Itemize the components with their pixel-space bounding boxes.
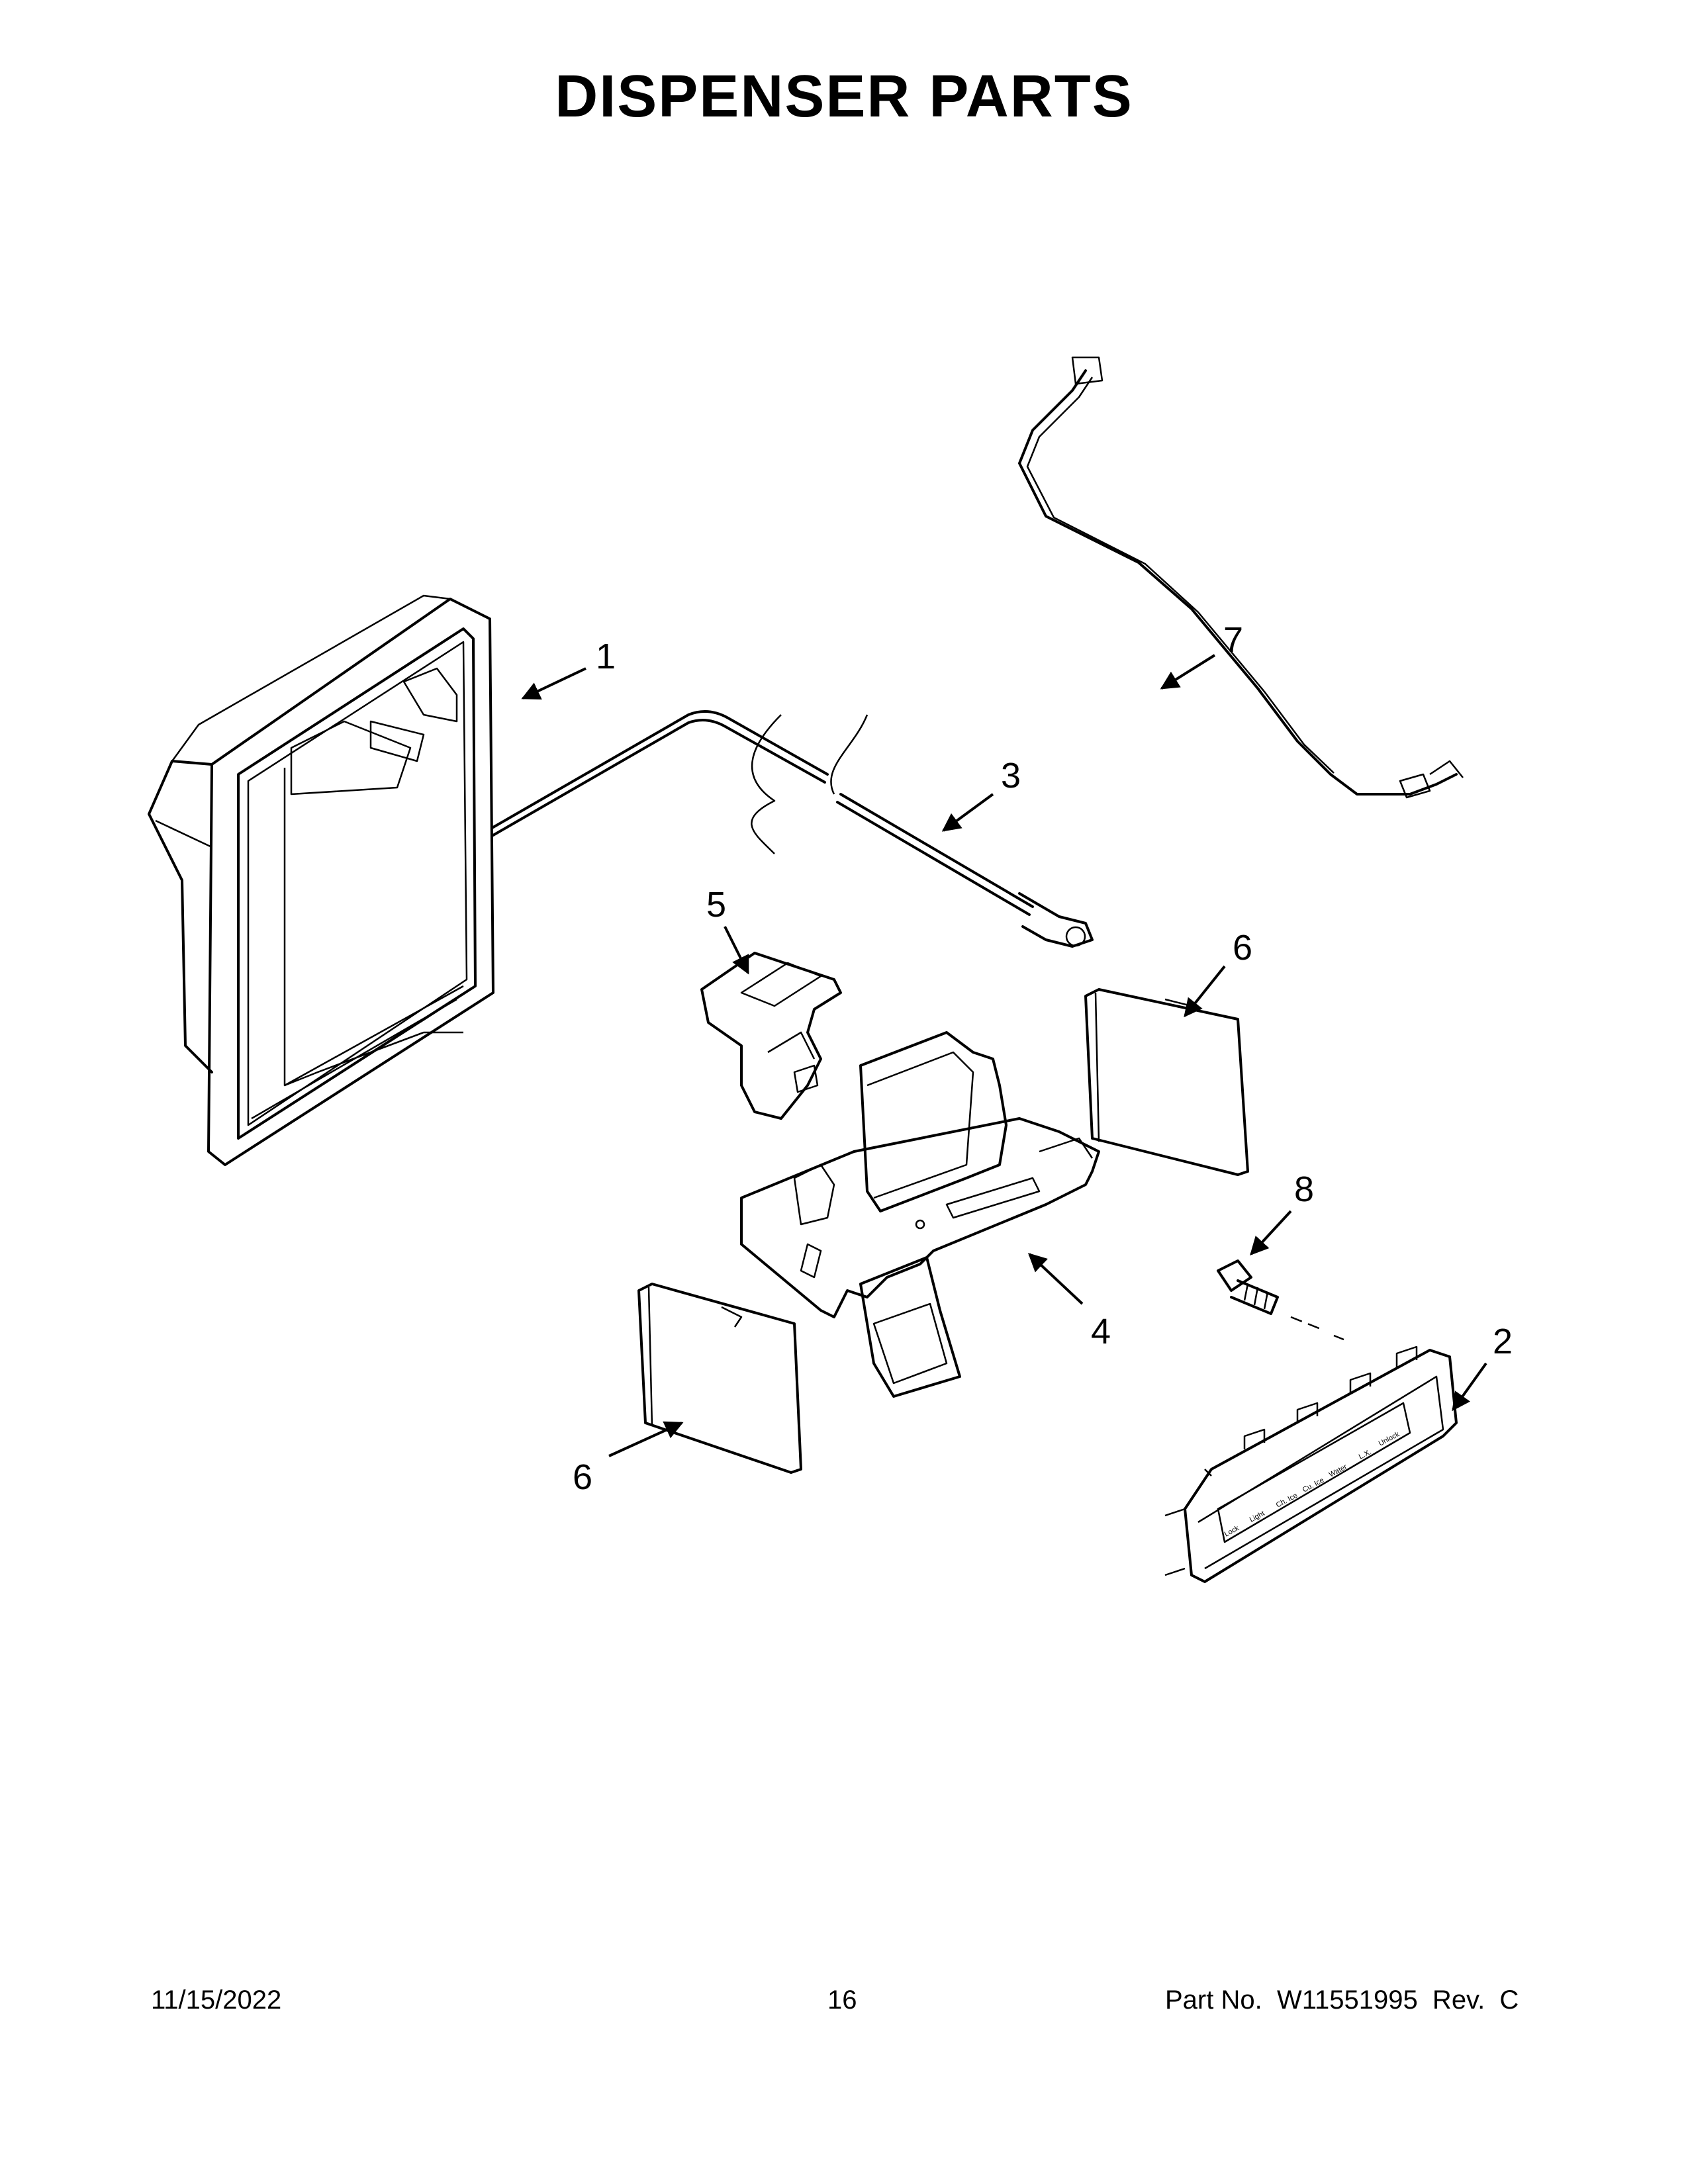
leader-1: [521, 667, 586, 700]
page-title: DISPENSER PARTS: [555, 64, 1133, 130]
leader-arrows: [521, 654, 1487, 1457]
callout-2: 2: [1493, 1322, 1513, 1361]
callout-4: 4: [1091, 1312, 1111, 1351]
panel-label-ch-ice: Ch. Ice: [1275, 1492, 1299, 1510]
callout-8: 8: [1294, 1169, 1314, 1209]
callout-1: 1: [596, 637, 616, 676]
callout-6-upper: 6: [1233, 928, 1252, 968]
callout-6-lower: 6: [573, 1457, 592, 1497]
leader-3: [941, 793, 994, 832]
callout-7: 7: [1223, 620, 1243, 660]
leader-4: [1027, 1253, 1084, 1305]
part-3-water-tube: [492, 710, 1094, 948]
panel-label-light: Light: [1248, 1510, 1266, 1524]
callout-3: 3: [1001, 756, 1021, 796]
part-4-control-base: [740, 1031, 1100, 1398]
leader-6a: [1184, 965, 1226, 1018]
part-5-actuator: [700, 952, 842, 1120]
part-2-control-panel: Lock Light Ch. Ice Cu. Ice Water L.X. Un…: [1164, 1345, 1458, 1583]
part-8-screw: [1217, 1259, 1344, 1341]
panel-label-cu-ice: Cu. Ice: [1301, 1477, 1325, 1494]
control-panel-labels: Lock Light Ch. Ice Cu. Ice Water L.X. Un…: [1223, 1430, 1401, 1539]
leader-7: [1160, 654, 1216, 690]
panel-label-water: Water: [1328, 1463, 1348, 1479]
callout-numbers: 1 3 7 5 6 4 8 2 6: [573, 620, 1513, 1497]
leader-8: [1250, 1210, 1292, 1256]
footer-part-number: Part No. W11551995 Rev. C: [1165, 1985, 1519, 2015]
callout-5: 5: [706, 885, 726, 925]
panel-label-lock: Lock: [1223, 1524, 1241, 1539]
footer-date: 11/15/2022: [151, 1985, 282, 2015]
part-7-wire-harness: [1018, 356, 1464, 799]
footer-page-number: 16: [827, 1985, 857, 2015]
part-1-dispenser-housing: [148, 594, 494, 1166]
leader-2: [1452, 1362, 1487, 1412]
part-6-cover-upper: [1084, 988, 1249, 1176]
leader-5: [724, 926, 749, 975]
part-6-cover-lower: [637, 1283, 802, 1474]
leader-6b: [608, 1421, 684, 1457]
